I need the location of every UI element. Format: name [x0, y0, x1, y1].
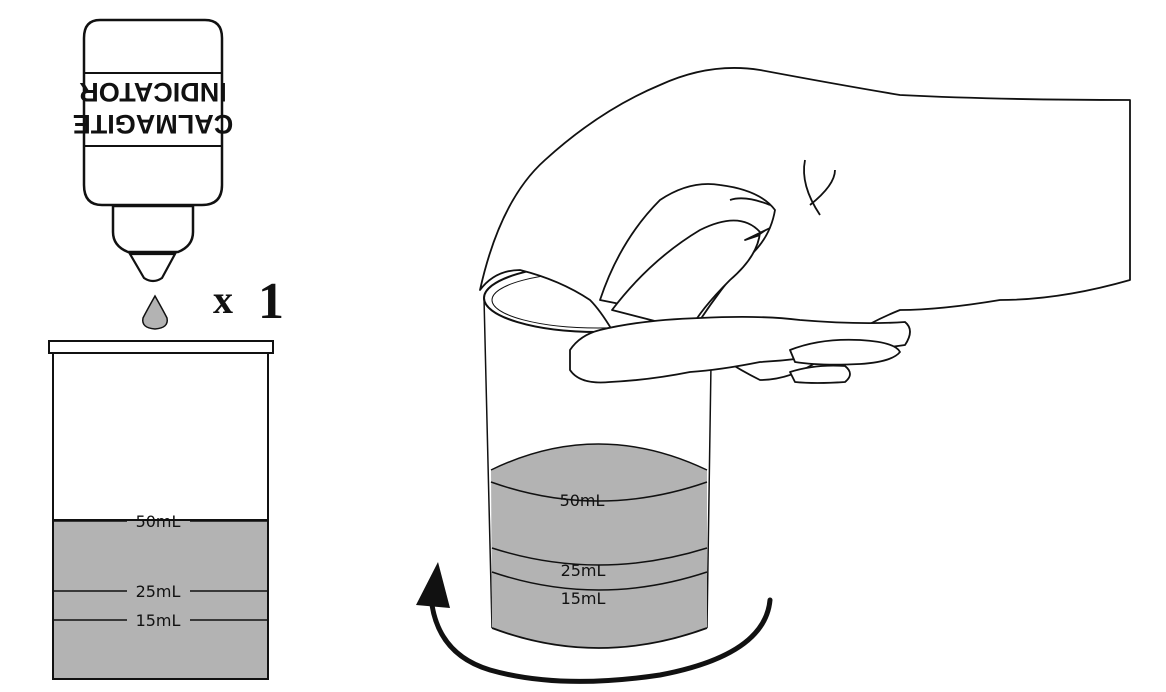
hand-icon [479, 67, 1131, 384]
right-beaker: 50mL 25mL 15mL [483, 263, 713, 649]
multiplier-count: 1 [258, 273, 284, 330]
left-mark-25: 25mL [136, 582, 181, 601]
left-mark-50: 50mL [136, 512, 181, 531]
drop-icon [142, 294, 168, 330]
left-beaker: 50mL 25mL 15mL [48, 340, 274, 680]
bottle-label-line2: INDICATOR [79, 77, 227, 107]
left-beaker-liquid [54, 520, 267, 678]
right-mark-15: 15mL [561, 589, 606, 608]
swirl-arrow-icon [416, 562, 773, 684]
bottle-label-line1: CALMAGITE [73, 109, 233, 139]
dropper-bottle-icon: CALMAGITE INDICATOR [73, 18, 233, 283]
right-mark-50: 50mL [560, 491, 605, 510]
right-mark-25: 25mL [561, 561, 606, 580]
left-mark-15: 15mL [136, 611, 181, 630]
multiplier-x: x [213, 277, 233, 322]
right-beaker-liquid [491, 444, 707, 648]
